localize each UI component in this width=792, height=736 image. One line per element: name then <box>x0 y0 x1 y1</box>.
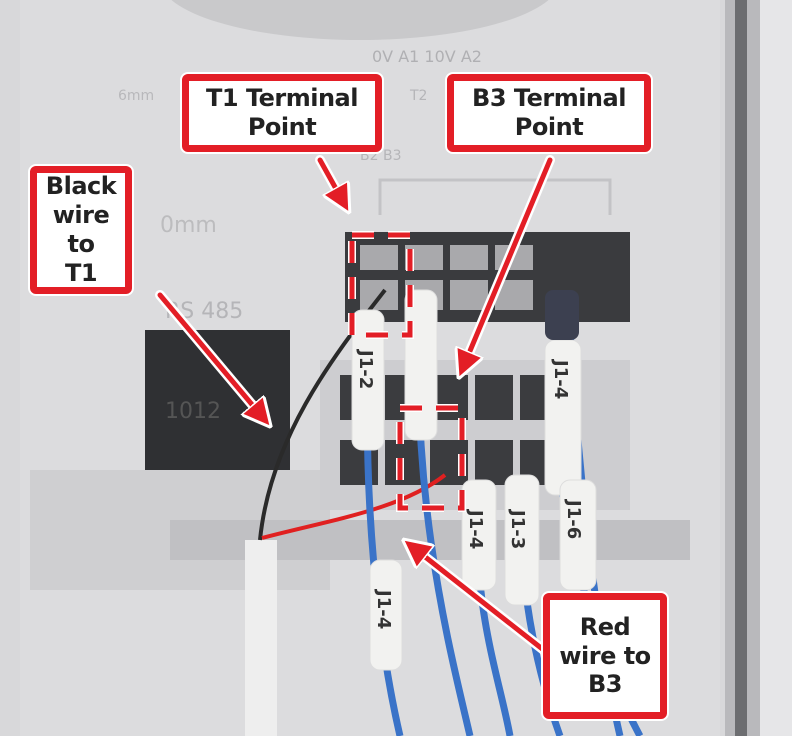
marking-t2: T2 <box>409 88 427 104</box>
callout-line: Red <box>579 612 631 641</box>
callout-line: T1 Terminal <box>206 84 358 113</box>
callout-line: T1 <box>64 258 98 287</box>
wire-tag: J1-3 <box>507 508 528 549</box>
black-wire-arrow <box>157 292 265 420</box>
callout-line: Black <box>45 172 117 201</box>
marking-b-labels: B2 B3 <box>360 148 401 164</box>
callout-line: Point <box>514 113 584 141</box>
marking-10mm: 0mm <box>160 213 217 238</box>
red-wire-arrow <box>410 545 553 658</box>
callout-line: wire to <box>559 641 651 670</box>
wire-tag: J1-4 <box>465 508 486 549</box>
wire-tag: J1-4 <box>550 358 571 399</box>
b3-arrow <box>462 157 553 370</box>
t1-arrow <box>317 157 345 205</box>
callout-line: Point <box>247 113 317 141</box>
callout-line: wire to <box>52 201 110 258</box>
connector-code: 1012 <box>165 399 221 424</box>
wire-tag: J1-4 <box>373 588 394 629</box>
marking-top-labels: 0V A1 10V A2 <box>372 47 482 66</box>
cable-sheath <box>245 540 277 736</box>
callout-line: B3 <box>587 670 623 699</box>
wire-tag: J1-6 <box>563 498 584 539</box>
marking-6mm: 6mm <box>118 88 154 104</box>
wire-tag: J1-2 <box>355 348 376 389</box>
b3-highlight-box <box>397 405 465 511</box>
callout-line: B3 Terminal <box>472 84 626 113</box>
t1-highlight-box <box>349 232 413 338</box>
